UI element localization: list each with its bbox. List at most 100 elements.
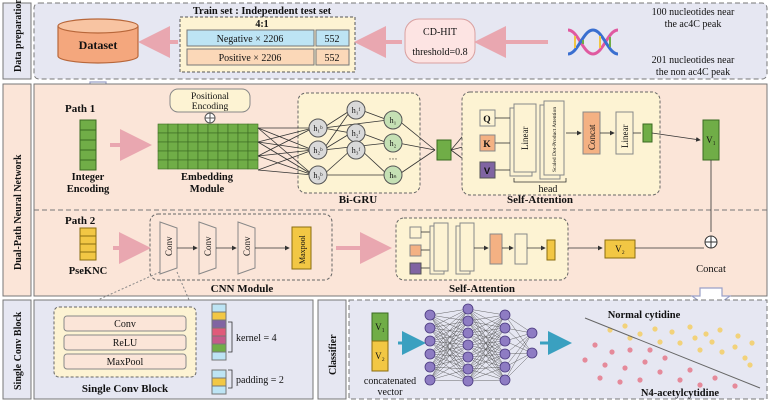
nn-connection: [504, 332, 533, 368]
nn-connection: [467, 340, 506, 346]
integer-encoding-label-2: Encoding: [67, 184, 110, 195]
normal-sample-dot: [669, 329, 675, 335]
split-title: Train set : Independent test set: [193, 6, 332, 17]
svg-text:hₙ: hₙ: [389, 171, 396, 180]
positive-count: Positive × 2206: [219, 53, 282, 64]
nn-connection: [467, 368, 506, 381]
nn-connection: [467, 320, 506, 329]
svg-text:h₂ᶠ: h₂ᶠ: [352, 129, 361, 138]
nn-neuron: [462, 303, 474, 315]
embedding-cell: [167, 150, 179, 161]
ac4c-sample-dot: [697, 382, 703, 388]
svg-text:···: ···: [389, 154, 398, 164]
normal-sample-dot: [687, 324, 693, 330]
svg-text:h₁: h₁: [390, 116, 397, 125]
embedding-cell: [177, 159, 189, 170]
nn-connection: [429, 320, 469, 381]
linear-label: Linear: [520, 127, 530, 150]
bigru-connections: [257, 109, 436, 176]
ac4c-sample-dot: [687, 367, 693, 373]
svg-text:V₂: V₂: [615, 244, 625, 254]
nn-connection: [467, 308, 506, 355]
embedding-cell: [177, 132, 189, 143]
nn-connection: [467, 344, 506, 381]
embedding-cell: [157, 150, 169, 161]
nn-neuron: [526, 327, 538, 339]
svg-text:ReLU: ReLU: [113, 338, 138, 349]
svg-text:Conv: Conv: [164, 236, 174, 256]
embedding-cell: [197, 141, 209, 152]
embedding-label-2: Module: [190, 184, 225, 195]
nn-neuron: [462, 375, 474, 387]
embedding-cell: [207, 150, 219, 161]
integer-encoding-label-1: Integer: [72, 172, 105, 183]
nn-connection: [467, 314, 506, 382]
head-bracket: [513, 178, 567, 183]
maxpool-layer: [63, 353, 187, 370]
embedding-cell: [247, 150, 259, 161]
embedding-cell: [237, 141, 249, 152]
svg-text:h₁ᵇ: h₁ᵇ: [313, 124, 323, 133]
sdpa-label: Scaled Dot-Product Attention: [552, 107, 558, 172]
nn-neuron: [526, 347, 538, 359]
section-label-bg: [2, 2, 32, 80]
positive-test-cell: [315, 48, 350, 66]
embedding-cell: [167, 123, 179, 134]
normal-sample-dot: [657, 339, 663, 345]
embedding-cell: [167, 132, 179, 143]
bigru-forward-nodes: h₁ᶠ h₂ᶠ h₃ᶠ: [346, 100, 366, 160]
nn-connection: [429, 308, 469, 381]
nn-connection: [429, 344, 469, 381]
normal-sample-dot: [652, 326, 658, 332]
nn-connection: [429, 327, 469, 346]
ac4c-sample-dot: [677, 377, 683, 383]
linear2-label: Linear: [620, 125, 630, 148]
relu-layer: [63, 334, 187, 351]
negative-count: Negative × 2206: [217, 34, 284, 45]
nn-connection: [429, 314, 469, 346]
normal-sample-dot: [735, 333, 741, 339]
embedding-cell: [207, 159, 219, 170]
embedding-cell: [177, 123, 189, 134]
normal-sample-dot: [677, 340, 683, 346]
nn-connection: [429, 353, 469, 382]
classifier-label-bg: [317, 299, 347, 400]
nn-connection: [467, 344, 506, 355]
embedding-cell: [237, 150, 249, 161]
nn-connection: [467, 320, 506, 368]
bigru-label: Bi-GRU: [339, 194, 378, 206]
nn-neuron: [424, 374, 436, 386]
decision-boundary: [584, 317, 761, 389]
nn-connection: [429, 314, 469, 334]
nn-connection: [467, 308, 506, 329]
negative-test-count: 552: [325, 34, 340, 45]
scatter-classification: [582, 323, 755, 389]
svg-text:MaxPool: MaxPool: [107, 357, 144, 368]
nn-connection: [504, 314, 533, 334]
svg-text:Conv: Conv: [114, 319, 136, 330]
embedding-cell: [187, 150, 199, 161]
normal-sample-dot: [637, 331, 643, 337]
nn-connection: [467, 344, 506, 368]
nn-connection: [467, 314, 506, 322]
ac4c-sample-dot: [627, 347, 633, 353]
positional-encoding-box: [169, 88, 251, 113]
embedding-cell: [197, 150, 209, 161]
nn-connection: [429, 368, 469, 381]
nn-connection: [467, 366, 506, 382]
sdpa-stack: [539, 100, 565, 180]
path2-title: Path 2: [65, 215, 96, 227]
nn-neuron: [462, 339, 474, 351]
nn-connection: [467, 356, 506, 381]
ac4c-sample-dot: [662, 355, 668, 361]
nn-connection: [429, 308, 469, 316]
positive-train-cell: [186, 48, 315, 66]
nn-connection: [429, 366, 469, 382]
conv-blocks: [159, 221, 256, 275]
linear-stack: [509, 103, 537, 177]
embedding-cell: [217, 141, 229, 152]
nn-connection: [504, 352, 533, 381]
embedding-label-1: Embedding: [181, 172, 234, 183]
normal-sample-dot: [622, 323, 628, 329]
